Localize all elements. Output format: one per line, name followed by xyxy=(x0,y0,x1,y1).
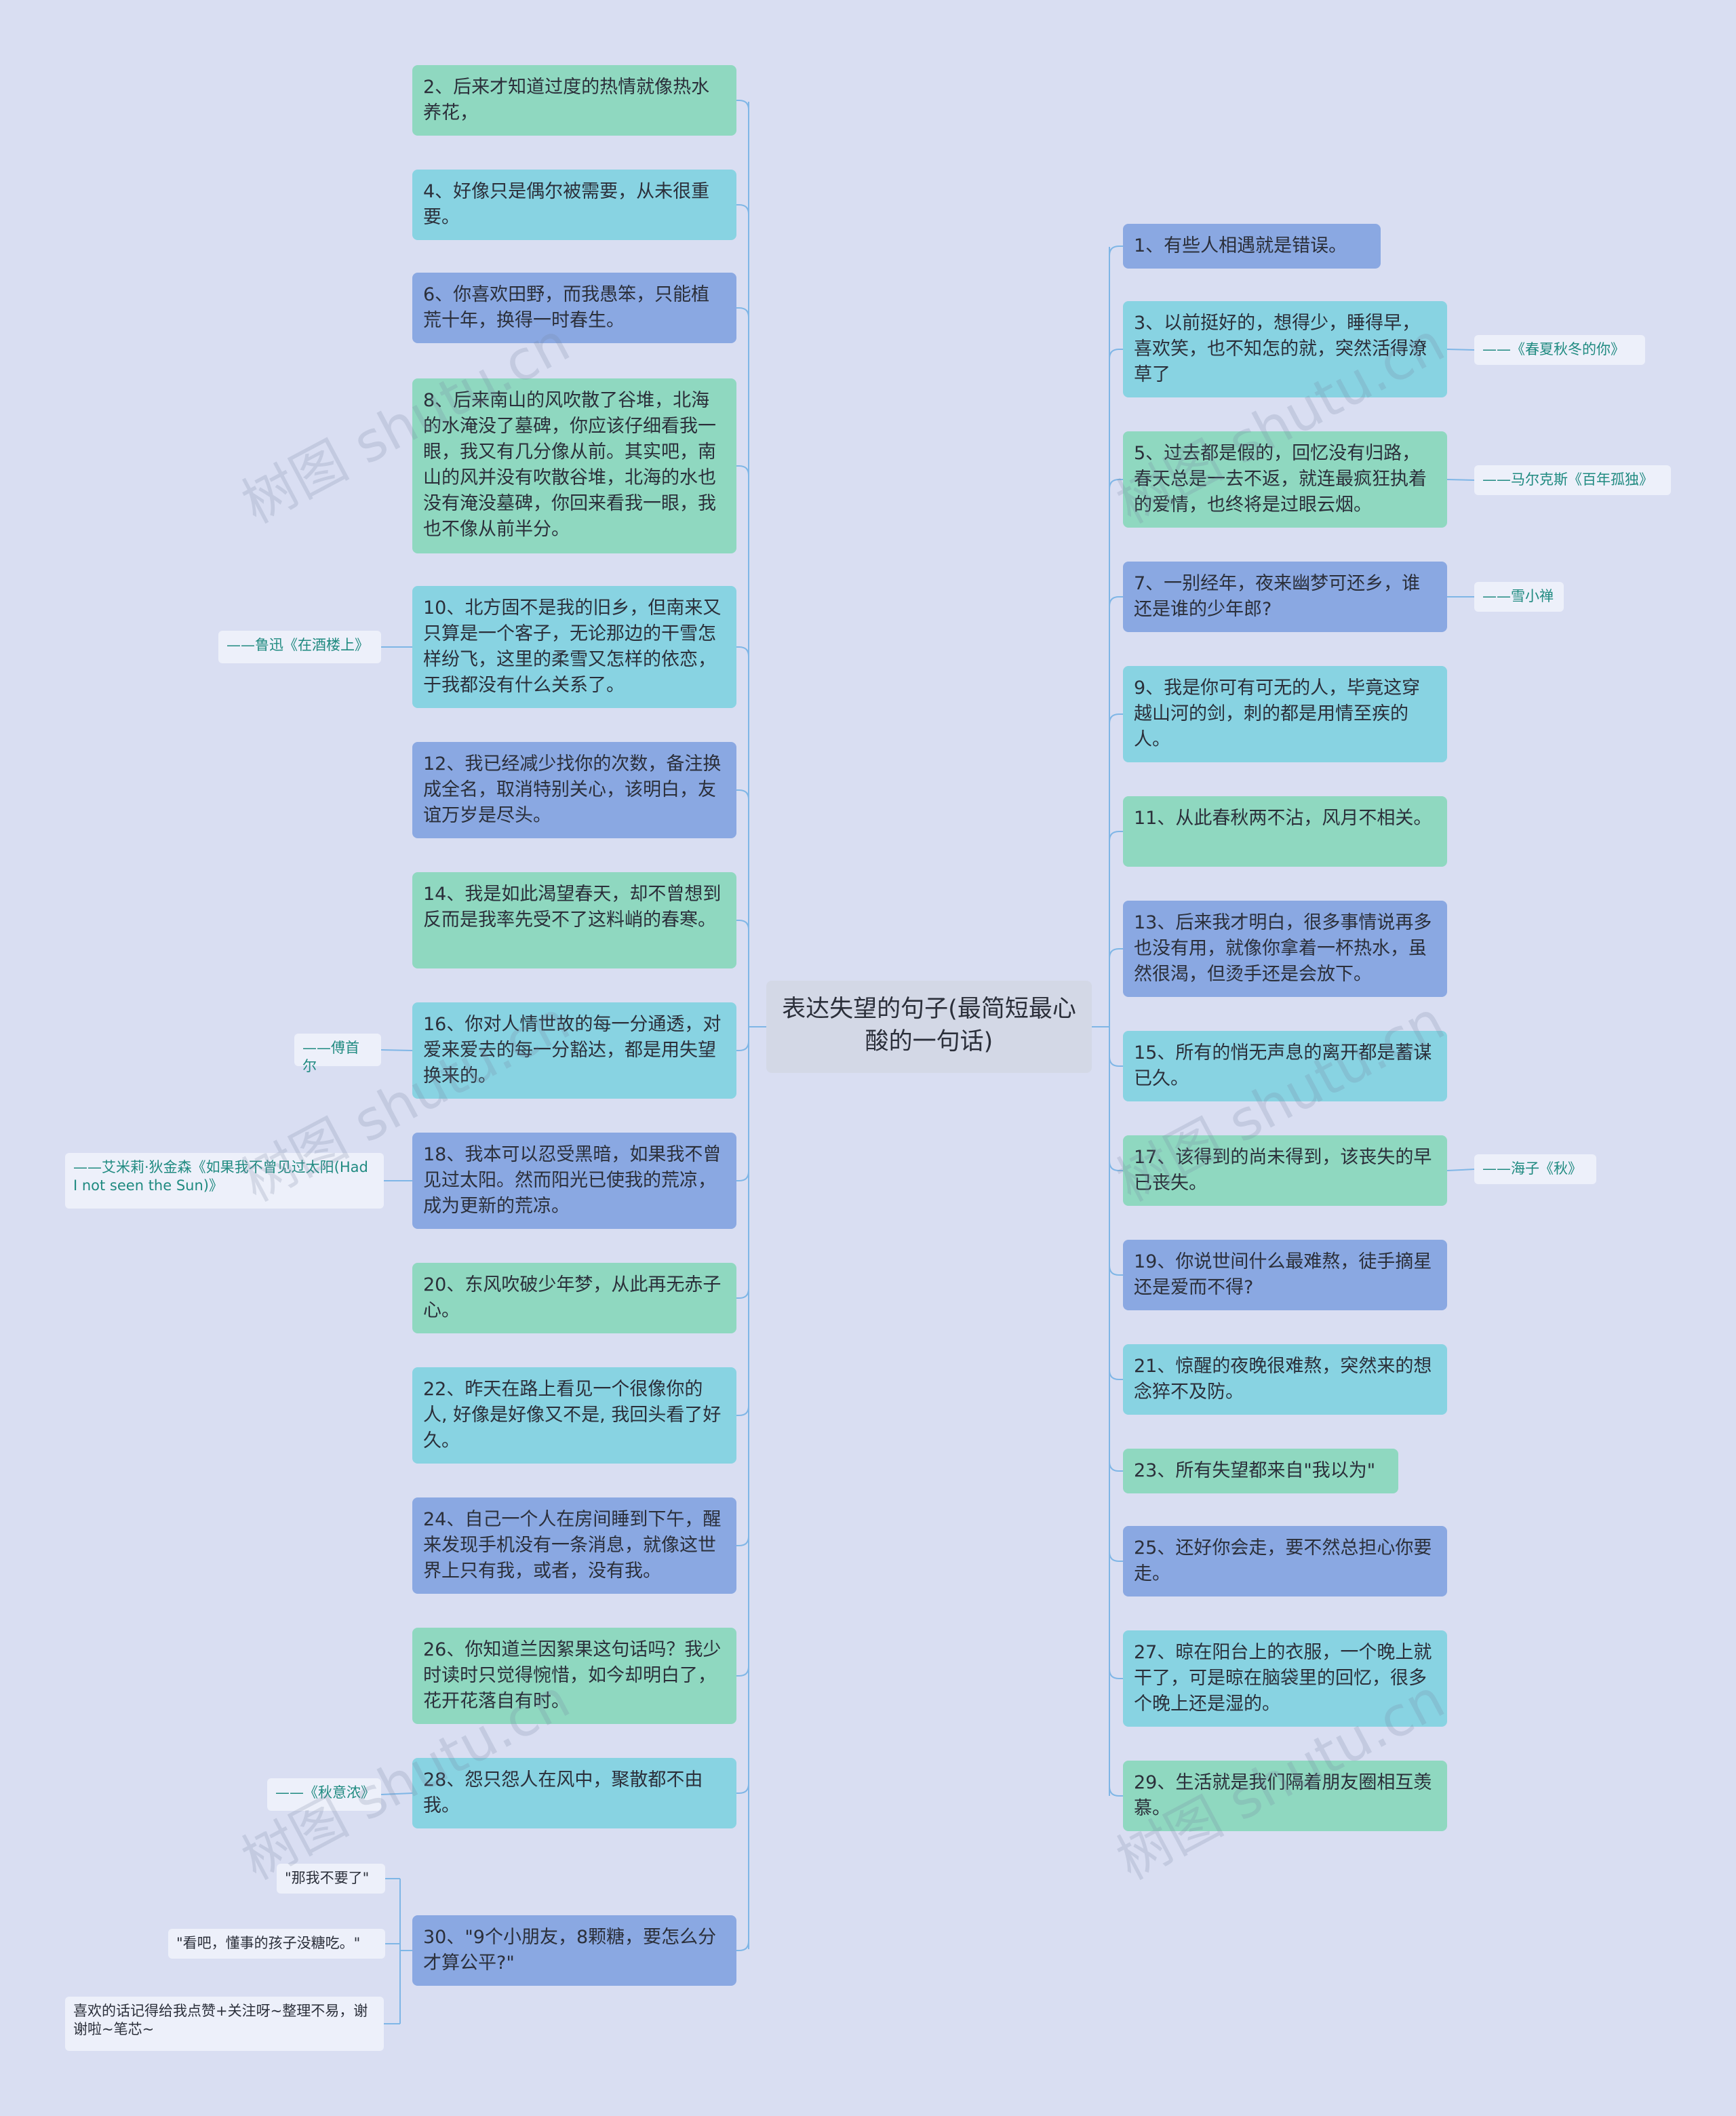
connector-line xyxy=(736,920,749,930)
topic-n20[interactable]: 20、东风吹破少年梦，从此再无赤子心。 xyxy=(412,1263,736,1333)
connector-line xyxy=(736,307,749,318)
topic-n29[interactable]: 29、生活就是我们隔着朋友圈相互羡慕。 xyxy=(1123,1761,1447,1831)
connector-line xyxy=(736,1288,749,1299)
note-n10[interactable]: ——鲁迅《在酒楼上》 xyxy=(218,631,381,663)
topic-n25[interactable]: 25、还好你会走，要不然总担心你要走。 xyxy=(1123,1526,1447,1596)
topic-n6[interactable]: 6、你喜欢田野，而我愚笨，只能植荒十年，换得一时春生。 xyxy=(412,273,736,343)
n30-child-3[interactable]: 喜欢的话记得给我点赞+关注呀~整理不易，谢谢啦~笔芯~ xyxy=(65,1997,384,2051)
connector-line xyxy=(1109,596,1123,607)
connector-line xyxy=(1109,948,1123,959)
topic-n16[interactable]: 16、你对人情世故的每一分通透，对爱来爱去的每一分豁达，都是用失望换来的。 xyxy=(412,1002,736,1099)
note-n5[interactable]: ——马尔克斯《百年孤独》 xyxy=(1474,465,1671,495)
connector-line xyxy=(736,1040,749,1051)
topic-n30[interactable]: 30、"9个小朋友，8颗糖，要怎么分才算公平?" xyxy=(412,1915,736,1986)
connector-line xyxy=(1109,831,1123,842)
note-n3[interactable]: ——《春夏秋冬的你》 xyxy=(1474,335,1645,365)
topic-n5[interactable]: 5、过去都是假的，回忆没有归路，春天总是一去不返，就连最疯狂执着的爱情，也终将是… xyxy=(1123,431,1447,528)
connector-line xyxy=(736,465,749,476)
connector-line xyxy=(736,789,749,800)
connector-line xyxy=(736,1783,749,1794)
connector-line xyxy=(1109,713,1123,724)
connector-line xyxy=(1109,479,1123,490)
connector-line xyxy=(736,646,749,657)
connector-line xyxy=(1446,479,1475,481)
note-n28[interactable]: ——《秋意浓》 xyxy=(267,1778,381,1811)
topic-n7[interactable]: 7、一别经年，夜来幽梦可还乡，谁还是谁的少年郎? xyxy=(1123,562,1447,632)
note-n17[interactable]: ——海子《秋》 xyxy=(1474,1154,1596,1184)
topic-n8[interactable]: 8、后来南山的风吹散了谷堆，北海的水淹没了墓碑，你应该仔细看我一眼，我又有几分像… xyxy=(412,378,736,553)
topic-n4[interactable]: 4、好像只是偶尔被需要，从未很重要。 xyxy=(412,170,736,240)
topic-n12[interactable]: 12、我已经减少找你的次数，备注换成全名，取消特别关心，该明白，友谊万岁是尽头。 xyxy=(412,742,736,838)
connector-line xyxy=(1109,1461,1123,1472)
topic-n3[interactable]: 3、以前挺好的，想得少，睡得早，喜欢笑，也不知怎的就，突然活得潦草了 xyxy=(1123,301,1447,397)
note-n18[interactable]: ——艾米莉·狄金森《如果我不曾见过太阳(Had I not seen the S… xyxy=(65,1153,384,1209)
topic-n10[interactable]: 10、北方固不是我的旧乡，但南来又只算是一个客子，无论那边的干雪怎样纷飞，这里的… xyxy=(412,586,736,708)
topic-n21[interactable]: 21、惊醒的夜晚很难熬，突然来的想念猝不及防。 xyxy=(1123,1344,1447,1415)
topic-n26[interactable]: 26、你知道兰因絮果这句话吗？我少时读时只觉得惋惜，如今却明白了，花开花落自有时… xyxy=(412,1628,736,1724)
connector-line xyxy=(1109,246,1123,256)
topic-n14[interactable]: 14、我是如此渴望春天，却不曾想到反而是我率先受不了这料峭的春寒。 xyxy=(412,872,736,968)
connector-line xyxy=(1109,1056,1123,1067)
n30-child-1[interactable]: "那我不要了" xyxy=(277,1864,385,1894)
topic-n24[interactable]: 24、自己一个人在房间睡到下午，醒来发现手机没有一条消息，就像这世界上只有我，或… xyxy=(412,1497,736,1594)
connector-line xyxy=(1109,349,1123,359)
connector-line xyxy=(1109,1786,1123,1797)
connector-line xyxy=(736,1535,749,1546)
topic-n2[interactable]: 2、后来才知道过度的热情就像热水养花， xyxy=(412,65,736,136)
topic-n9[interactable]: 9、我是你可有可无的人，毕竟这穿越山河的剑，刺的都是用情至疾的人。 xyxy=(1123,666,1447,762)
connector-line xyxy=(1109,1265,1123,1276)
topic-n19[interactable]: 19、你说世间什么最难熬，徒手摘星还是爱而不得? xyxy=(1123,1240,1447,1310)
connector-line xyxy=(736,1171,749,1181)
connector-line xyxy=(380,1049,413,1051)
connector-line xyxy=(1446,1169,1475,1171)
connector-line xyxy=(736,100,749,111)
topic-n11[interactable]: 11、从此春秋两不沾，风月不相关。 xyxy=(1123,796,1447,867)
topic-n27[interactable]: 27、晾在阳台上的衣服，一个晚上就干了，可是晾在脑袋里的回忆，很多个晚上还是湿的… xyxy=(1123,1630,1447,1727)
topic-n13[interactable]: 13、后来我才明白，很多事情说再多也没有用，就像你拿着一杯热水，虽然很渴，但烫手… xyxy=(1123,901,1447,997)
n30-child-2[interactable]: "看吧，懂事的孩子没糖吃。" xyxy=(168,1929,385,1959)
topic-n15[interactable]: 15、所有的悄无声息的离开都是蓄谋已久。 xyxy=(1123,1031,1447,1101)
note-n16[interactable]: ——傅首尔 xyxy=(294,1034,381,1074)
topic-n22[interactable]: 22、昨天在路上看见一个很像你的人, 好像是好像又不是, 我回头看了好久。 xyxy=(412,1367,736,1464)
connector-line xyxy=(380,1792,413,1795)
topic-n23[interactable]: 23、所有失望都来自"我以为" xyxy=(1123,1449,1398,1493)
connector-line xyxy=(1446,349,1475,351)
connector-line xyxy=(736,1405,749,1416)
connector-line xyxy=(1109,1551,1123,1562)
topic-n28[interactable]: 28、怨只怨人在风中，聚散都不由我。 xyxy=(412,1758,736,1828)
connector-line xyxy=(1109,1160,1123,1171)
note-n7[interactable]: ——雪小禅 xyxy=(1474,582,1564,612)
connector-line xyxy=(736,1940,749,1951)
connector-line xyxy=(736,204,749,215)
root-topic[interactable]: 表达失望的句子(最简短最心酸的一句话) xyxy=(766,981,1092,1073)
topic-n17[interactable]: 17、该得到的尚未得到，该丧失的早已丧失。 xyxy=(1123,1135,1447,1206)
connector-line xyxy=(1109,1668,1123,1679)
connector-line xyxy=(736,1666,749,1677)
topic-n1[interactable]: 1、有些人相遇就是错误。 xyxy=(1123,224,1381,269)
connector-line xyxy=(1109,1369,1123,1380)
topic-n18[interactable]: 18、我本可以忍受黑暗，如果我不曾见过太阳。然而阳光已使我的荒凉，成为更新的荒凉… xyxy=(412,1133,736,1229)
